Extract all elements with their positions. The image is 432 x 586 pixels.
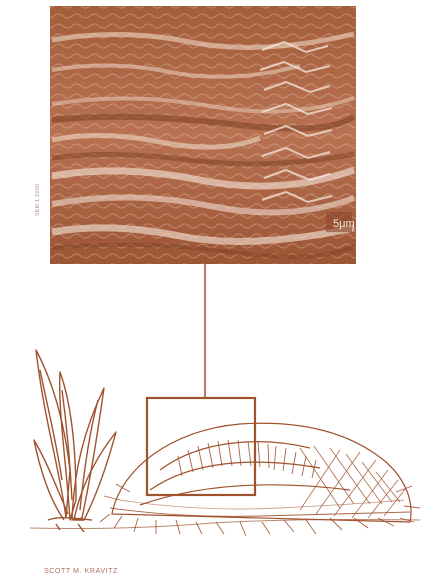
micrograph-scale-label: 5μm [333, 218, 355, 230]
micrograph-panel [50, 6, 356, 264]
illustrator-credit: SCOTT M. KRAVITZ [44, 568, 118, 575]
plant-drawing [34, 350, 116, 532]
micrograph-side-label: SEM 1:1000 [35, 183, 41, 216]
